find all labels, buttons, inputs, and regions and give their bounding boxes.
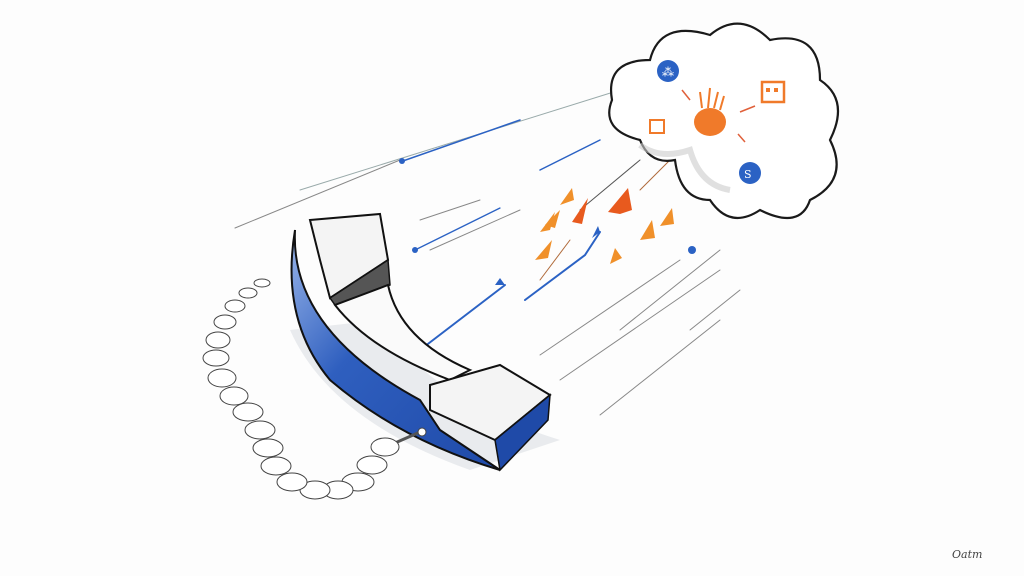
signal-streaks [234,89,741,416]
orange-arrows [535,188,674,264]
chat-box-icon [760,80,786,104]
red-arrow [572,198,588,224]
headset-icon [694,87,726,136]
svg-text:S: S [744,168,752,181]
artist-signature: Oatm [952,548,983,561]
coiled-cord [202,278,427,500]
sync-icon [739,162,761,184]
image-box-icon [649,119,665,134]
bluetooth-like-icon [657,60,679,82]
arrow-head [495,278,505,285]
cloud-arrows [681,89,756,143]
svg-text:⁂: ⁂ [662,65,674,79]
phone-handset [290,212,552,472]
